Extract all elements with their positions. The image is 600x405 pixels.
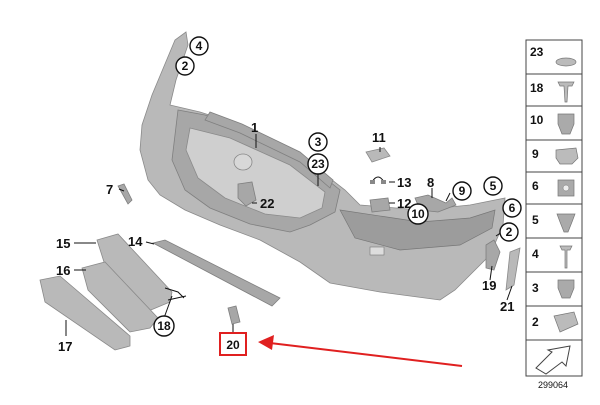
callout-7-label: 7 bbox=[106, 182, 113, 197]
screw-icon bbox=[557, 81, 575, 103]
callout-7: 7 bbox=[106, 182, 113, 197]
callout-12-label: 12 bbox=[397, 196, 411, 211]
callout-9-label: 9 bbox=[459, 184, 466, 198]
diagram-id: 299064 bbox=[538, 380, 568, 390]
callout-21-label: 21 bbox=[500, 299, 514, 314]
hardware-item-10-label: 10 bbox=[530, 113, 544, 127]
callout-20-highlight: 20 bbox=[219, 332, 247, 356]
callout-6: 6 bbox=[502, 198, 522, 218]
callout-14-label: 14 bbox=[128, 234, 143, 249]
callout-11: 11 bbox=[372, 130, 386, 145]
hex-nut-icon bbox=[557, 279, 575, 299]
callout-13-label: 13 bbox=[397, 175, 411, 190]
sheet-clip-icon bbox=[553, 311, 579, 333]
expanding-rivet-icon bbox=[556, 213, 576, 233]
side-trim-right bbox=[505, 247, 521, 291]
callout-18-label: 18 bbox=[157, 319, 171, 333]
hardware-item-3-label: 3 bbox=[532, 281, 539, 295]
callout-11-label: 11 bbox=[372, 130, 386, 145]
wire-clip bbox=[370, 176, 386, 184]
callout-23: 23 bbox=[307, 153, 329, 175]
hardware-item-23: 23 bbox=[530, 45, 577, 67]
cover-cap bbox=[365, 147, 391, 163]
callout-18: 18 bbox=[153, 315, 175, 337]
callout-22-label: 22 bbox=[260, 196, 274, 211]
callout-13: 13 bbox=[397, 175, 411, 190]
callout-9: 9 bbox=[452, 181, 472, 201]
hardware-item-18-label: 18 bbox=[530, 81, 544, 95]
hardware-item-18: 18 bbox=[530, 81, 575, 103]
hardware-item-4: 4 bbox=[532, 245, 573, 269]
hardware-item-5: 5 bbox=[532, 213, 576, 233]
callout-1: 1 bbox=[251, 120, 258, 135]
hardware-item-6-label: 6 bbox=[532, 179, 539, 193]
callout-12: 12 bbox=[397, 196, 411, 211]
callout-22: 22 bbox=[260, 196, 274, 211]
callout-5-label: 5 bbox=[490, 179, 497, 193]
nut-icon bbox=[557, 113, 575, 135]
callout-2b: 2 bbox=[499, 222, 519, 242]
side-bracket-left bbox=[117, 183, 133, 205]
callout-2b-label: 2 bbox=[506, 225, 513, 239]
callout-15: 15 bbox=[56, 236, 70, 251]
hardware-item-9-label: 9 bbox=[532, 147, 539, 161]
hardware-item-2-label: 2 bbox=[532, 315, 539, 329]
grille-clip bbox=[237, 181, 257, 207]
callout-10-label: 10 bbox=[411, 207, 425, 221]
hardware-item-4-label: 4 bbox=[532, 247, 539, 261]
callout-16-label: 16 bbox=[56, 263, 70, 278]
callout-16: 16 bbox=[56, 263, 70, 278]
bracket-clip bbox=[369, 197, 391, 213]
callout-14: 14 bbox=[128, 234, 143, 249]
callout-3-label: 3 bbox=[315, 135, 322, 149]
callout-17-label: 17 bbox=[58, 339, 72, 354]
bolt-icon bbox=[559, 245, 573, 269]
callout-19: 19 bbox=[482, 278, 496, 293]
view-arrow-icon bbox=[535, 345, 571, 375]
callout-1-label: 1 bbox=[251, 120, 258, 135]
callout-17: 17 bbox=[58, 339, 72, 354]
hardware-item-23-label: 23 bbox=[530, 45, 544, 59]
callout-2a: 2 bbox=[175, 56, 195, 76]
hardware-item-2: 2 bbox=[532, 311, 579, 333]
callout-5: 5 bbox=[483, 176, 503, 196]
hardware-panel: 23 18 10 9 6 5 4 3 bbox=[525, 39, 583, 377]
callout-21: 21 bbox=[500, 299, 514, 314]
red-pointer-arrow bbox=[258, 335, 463, 367]
spring-nut-icon bbox=[555, 147, 579, 165]
callout-4-label: 4 bbox=[196, 39, 203, 53]
bumper-cover bbox=[139, 31, 506, 301]
trim-panel-16 bbox=[81, 261, 159, 333]
callout-4: 4 bbox=[189, 36, 209, 56]
callout-10: 10 bbox=[407, 203, 429, 225]
hardware-item-3: 3 bbox=[532, 279, 575, 299]
trim-panel-17 bbox=[39, 275, 131, 351]
callout-23-label: 23 bbox=[311, 157, 325, 171]
callout-15-label: 15 bbox=[56, 236, 70, 251]
washer-icon bbox=[555, 57, 577, 67]
callout-20-label: 20 bbox=[226, 338, 240, 352]
view-direction-arrow bbox=[535, 345, 571, 375]
callout-8: 8 bbox=[427, 175, 434, 190]
callout-19-label: 19 bbox=[482, 278, 496, 293]
hardware-item-9: 9 bbox=[532, 147, 579, 165]
hardware-item-5-label: 5 bbox=[532, 213, 539, 227]
callout-8-label: 8 bbox=[427, 175, 434, 190]
callout-3: 3 bbox=[308, 132, 328, 152]
side-bracket-right bbox=[485, 239, 501, 271]
clip-20 bbox=[227, 305, 241, 325]
callout-2a-label: 2 bbox=[182, 59, 189, 73]
callout-6-label: 6 bbox=[509, 201, 516, 215]
hardware-item-6: 6 bbox=[532, 179, 575, 197]
lower-spoiler bbox=[151, 239, 281, 307]
hardware-item-10: 10 bbox=[530, 113, 575, 135]
